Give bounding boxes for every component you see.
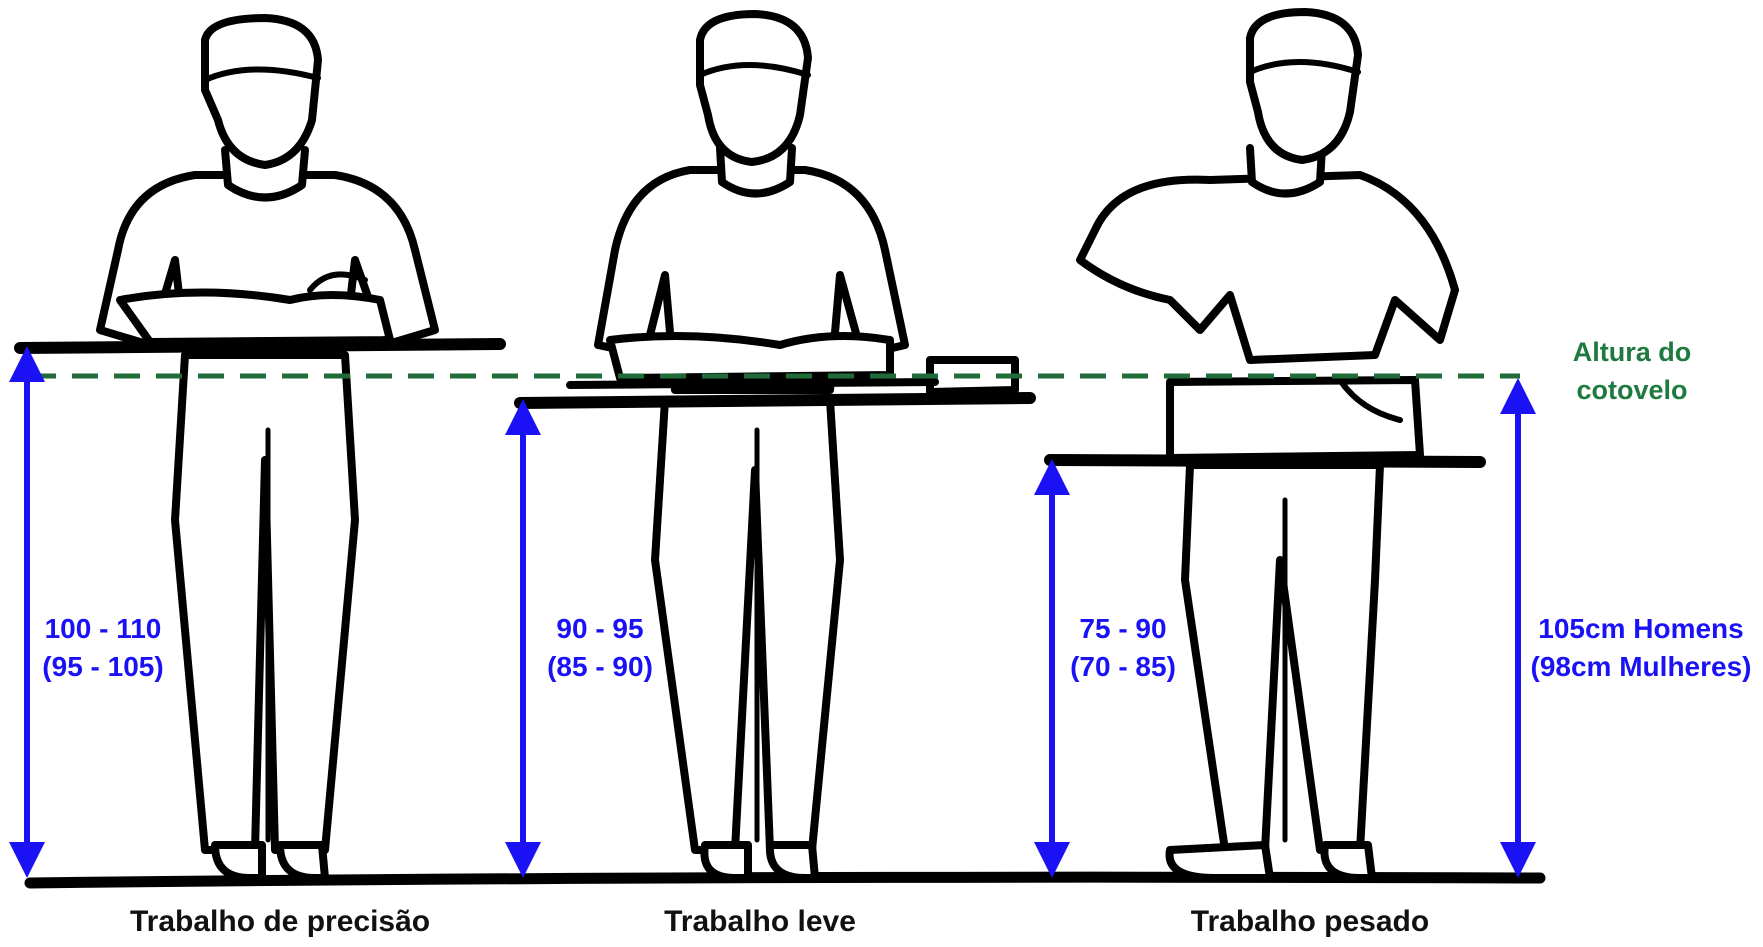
work-surface-precision bbox=[20, 344, 500, 348]
worker-figure-light bbox=[570, 14, 1015, 878]
worker-figure-precision bbox=[100, 18, 435, 878]
range-label-precision: 100 - 110 (95 - 105) bbox=[28, 610, 178, 686]
elbow-label-line2: cotovelo bbox=[1522, 371, 1742, 409]
worker-figure-heavy bbox=[1080, 12, 1455, 878]
range-alt-precision: (95 - 105) bbox=[28, 648, 178, 686]
range-label-heavy: 75 - 90 (70 - 85) bbox=[1053, 610, 1193, 686]
caption-precision: Trabalho de precisão bbox=[130, 905, 430, 939]
work-surface-light bbox=[520, 398, 1030, 403]
range-main-precision: 100 - 110 bbox=[28, 610, 178, 648]
elbow-height-values: 105cm Homens (98cm Mulheres) bbox=[1522, 610, 1760, 686]
caption-light: Trabalho leve bbox=[620, 905, 900, 939]
range-alt-light: (85 - 90) bbox=[530, 648, 670, 686]
range-label-light: 90 - 95 (85 - 90) bbox=[530, 610, 670, 686]
elbow-height-label: Altura do cotovelo bbox=[1522, 333, 1742, 409]
elbow-height-women: (98cm Mulheres) bbox=[1522, 648, 1760, 686]
work-surface-heavy bbox=[1050, 460, 1480, 462]
range-main-light: 90 - 95 bbox=[530, 610, 670, 648]
range-main-heavy: 75 - 90 bbox=[1053, 610, 1193, 648]
range-alt-heavy: (70 - 85) bbox=[1053, 648, 1193, 686]
elbow-height-men: 105cm Homens bbox=[1522, 610, 1760, 648]
caption-heavy: Trabalho pesado bbox=[1160, 905, 1460, 939]
elbow-label-line1: Altura do bbox=[1522, 333, 1742, 371]
